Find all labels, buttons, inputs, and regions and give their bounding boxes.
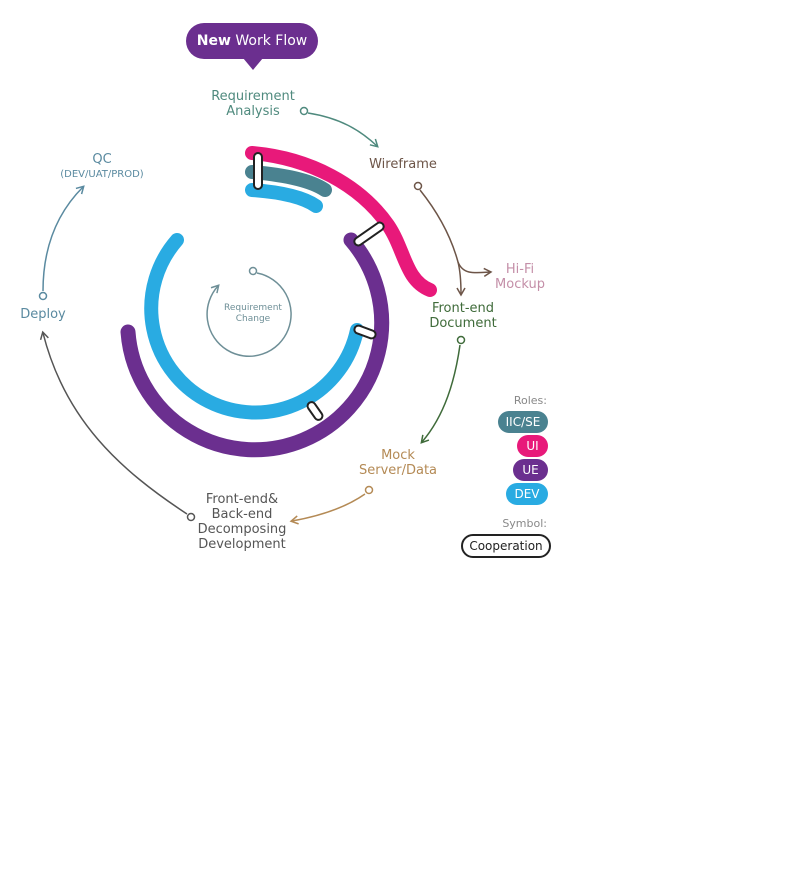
arrow-frontend-mock [420, 344, 461, 444]
decomp-node [186, 512, 196, 522]
mock-line2: Server/Data [358, 463, 438, 478]
decomp-line3: Decomposing [197, 522, 287, 537]
arrow-deploy-qc [42, 185, 85, 292]
req-change-line1: Requirement [224, 303, 282, 313]
role-badge-dev: DEV [506, 483, 548, 505]
title-pointer [243, 58, 263, 70]
label-deploy: Deploy [13, 307, 73, 322]
title-rest: Work Flow [230, 33, 308, 49]
ui-bar [245, 146, 437, 297]
req-analysis-line1: Requirement [211, 89, 295, 104]
req-analysis-line2: Analysis [226, 104, 280, 119]
change-node [248, 266, 258, 276]
arrow-analysis-wireframe [307, 112, 379, 148]
arrow-decomp-deploy [39, 330, 188, 515]
ue-ring [120, 232, 390, 458]
mock-line1: Mock [381, 448, 415, 463]
label-wireframe: Wireframe [363, 157, 443, 172]
arrow-requirement-change [206, 272, 292, 357]
frontend-doc-node [456, 335, 466, 345]
title-bold: New [196, 33, 231, 49]
dev-ring [144, 233, 364, 420]
hifi-line2: Mockup [495, 277, 545, 292]
deploy-node [38, 291, 48, 301]
coop-mark-ue-dev [353, 324, 377, 340]
cooperation-symbol: Cooperation [461, 534, 551, 558]
mock-node [364, 485, 374, 495]
label-decomposing: Front-end& Back-end Decomposing Developm… [193, 492, 291, 552]
flow-arrows [38, 106, 493, 525]
cooperation-marks [253, 152, 385, 421]
req-change-line2: Change [235, 314, 271, 324]
role-badge-ui: UI [517, 435, 548, 457]
arrow-mock-decomp [289, 493, 366, 525]
wireframe-node [413, 181, 423, 191]
label-requirement-analysis: Requirement Analysis [203, 89, 303, 119]
label-frontend-document: Front-end Document [423, 301, 503, 331]
coop-mark-bottom [306, 401, 324, 421]
coop-mark-top [253, 152, 263, 190]
role-badge-iicse: IIC/SE [498, 411, 548, 433]
label-hifi-mockup: Hi-Fi Mockup [490, 262, 550, 292]
arrow-wireframe-hifi [419, 189, 493, 278]
qc-line1: QC [92, 152, 112, 167]
label-requirement-change: Requirement Change [213, 303, 293, 325]
hifi-line1: Hi-Fi [505, 262, 535, 277]
decomp-line2: Back-end [211, 507, 273, 522]
wireframe-line1: Wireframe [369, 157, 437, 172]
decomp-line4: Development [198, 537, 286, 552]
label-qc: QC (DEV/UAT/PROD) [52, 152, 152, 182]
frontend-doc-line2: Document [429, 316, 497, 331]
title-badge: New Work Flow [186, 23, 318, 59]
arrow-wireframe-frontend [456, 261, 466, 297]
role-badge-ue: UE [513, 459, 548, 481]
decomp-line1: Front-end& [205, 492, 279, 507]
frontend-doc-line1: Front-end [431, 301, 495, 316]
dev-short-bar [245, 183, 323, 213]
analysis-node [299, 106, 309, 116]
deploy-line1: Deploy [20, 307, 66, 322]
roles-label: Roles: [513, 394, 547, 407]
label-mock-server: Mock Server/Data [356, 448, 440, 478]
coop-mark-ui-ue [353, 221, 385, 247]
qc-sub: (DEV/UAT/PROD) [60, 169, 144, 180]
symbol-label: Symbol: [502, 517, 547, 530]
